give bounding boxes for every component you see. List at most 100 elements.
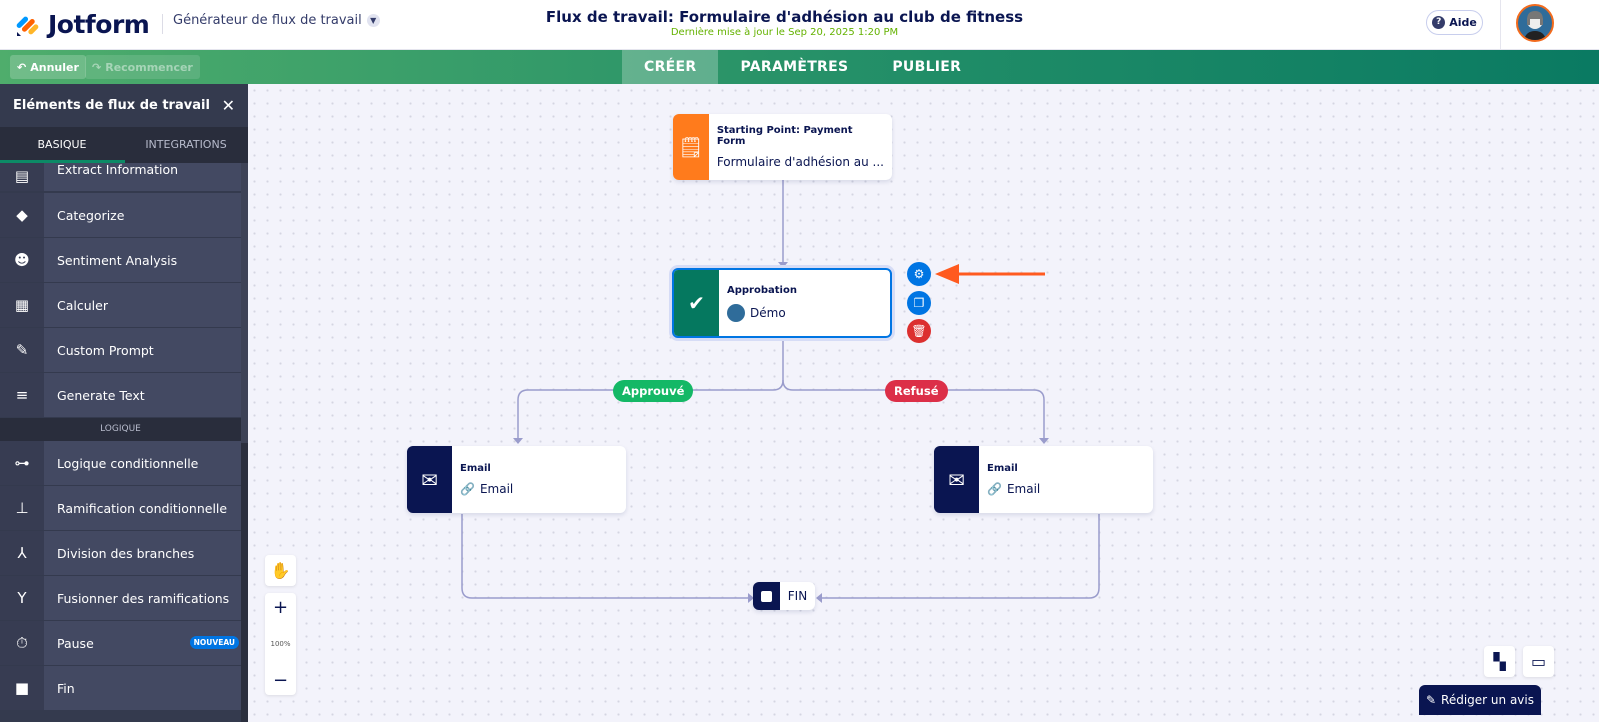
sidebar-item-fin[interactable]: ■Fin (0, 666, 241, 711)
jotform-logo[interactable]: Jotform (16, 10, 150, 39)
sidebar-item-categorize[interactable]: ◆Categorize (0, 193, 241, 238)
item-label: Calculer (44, 283, 241, 327)
node-value: Formulaire d'adhésion au ... (716, 155, 884, 169)
item-label: Fin (44, 666, 241, 710)
brand-name: Jotform (48, 10, 150, 39)
section-logique: LOGIQUE (0, 418, 241, 441)
tab-publier[interactable]: PUBLIER (892, 59, 962, 75)
tag-icon: ◆ (0, 193, 44, 237)
settings-gear-icon[interactable]: ⚙ (907, 262, 931, 286)
delete-trash-icon[interactable]: 🗑 (907, 319, 931, 343)
email-node-right[interactable]: ✉ Email🔗Email (934, 446, 1153, 513)
redo-icon: ↷ (92, 60, 102, 74)
approved-label: Approuvé (613, 380, 694, 402)
redo-button[interactable]: ↷Recommencer (85, 55, 200, 79)
scrollbar-thumb[interactable] (241, 163, 248, 443)
orange-arrow-annotation (935, 264, 1045, 284)
sidebar-item-division[interactable]: ⅄Division des branches (0, 531, 241, 576)
email-icon: ✉ (934, 446, 979, 513)
item-label: Sentiment Analysis (44, 238, 241, 282)
sidebar-item-logique-conditionnelle[interactable]: ⊶Logique conditionnelle (0, 441, 241, 486)
node-title: Starting Point: Payment Form (716, 125, 853, 147)
email-node-left[interactable]: ✉ Email 🔗 Email (407, 446, 626, 513)
item-label: Fusionner des ramifications (44, 576, 241, 620)
arrow-head (778, 262, 788, 268)
sidebar-item-sentiment-analysis[interactable]: ☻Sentiment Analysis (0, 238, 241, 283)
node-title: Email (460, 463, 491, 474)
undo-icon: ↶ (17, 60, 27, 74)
toolbar: ↶Annuler ↷Recommencer CRÉER PARAMÈTRES P… (0, 50, 1599, 84)
connector-left-end (461, 514, 752, 599)
connector-rejected (782, 379, 1045, 440)
undo-label: Annuler (30, 60, 79, 74)
end-node[interactable]: FIN (753, 582, 815, 610)
minimap-icon[interactable]: ▭ (1523, 646, 1554, 677)
email-icon: ✉ (407, 446, 452, 513)
link-icon: 🔗 (460, 482, 475, 496)
end-label: FIN (787, 589, 808, 603)
top-header: Jotform Générateur de flux de travail ▼ F… (0, 0, 1599, 50)
condition-icon: ⊶ (0, 441, 44, 485)
apps-icon[interactable]: ▚ (1484, 646, 1515, 677)
hand-pan-icon[interactable]: ✋ (265, 555, 296, 586)
app-switcher[interactable]: Générateur de flux de travail ▼ (173, 13, 380, 28)
zoom-level: 100% (270, 640, 291, 648)
arrow-head (816, 593, 822, 603)
sidebar-item-ramification[interactable]: ⊥Ramification conditionnelle (0, 486, 241, 531)
duplicate-icon[interactable]: ❐ (907, 291, 931, 315)
avatar[interactable] (1516, 4, 1554, 42)
smile-icon: ☻ (0, 238, 44, 282)
undo-button[interactable]: ↶Annuler (10, 55, 86, 79)
arrow-head (513, 438, 523, 444)
approval-icon: ✔ (674, 270, 719, 336)
redo-label: Recommencer (105, 60, 193, 74)
text-sparkle-icon: ≡ (0, 373, 44, 417)
tab-basique[interactable]: BASIQUE (37, 138, 87, 151)
divider (162, 14, 163, 34)
review-label: Rédiger un avis (1441, 693, 1534, 707)
jotform-logo-icon (16, 16, 39, 36)
sidebar-title: Eléments de flux de travail (13, 98, 210, 113)
sidebar-item-custom-prompt[interactable]: ✎Custom Prompt (0, 328, 241, 373)
page-title: Flux de travail: Formulaire d'adhésion a… (545, 8, 1024, 26)
node-title: Email (987, 463, 1018, 474)
item-label: Categorize (44, 193, 241, 237)
sidebar-item-calculer[interactable]: ▦Calculer (0, 283, 241, 328)
tab-integrations[interactable]: INTEGRATIONS (145, 138, 227, 151)
arrow-head (748, 593, 754, 603)
branch-icon: ⊥ (0, 486, 44, 530)
merge-icon: Y (0, 576, 44, 620)
split-icon: ⅄ (0, 531, 44, 575)
new-badge: NOUVEAU (189, 636, 239, 649)
chevron-down-icon: ▼ (366, 14, 380, 27)
connectors (461, 180, 1100, 603)
help-icon: ? (1432, 16, 1446, 29)
connector-right-end (818, 514, 1100, 599)
sidebar-item-generate-text[interactable]: ≡Generate Text (0, 373, 241, 418)
tab-parametres[interactable]: PARAMÈTRES (740, 59, 849, 75)
rejected-label: Refusé (885, 380, 948, 402)
item-label: Ramification conditionnelle (44, 486, 241, 530)
app-switcher-label: Générateur de flux de travail (173, 13, 362, 28)
help-button[interactable]: ?Aide (1426, 10, 1483, 35)
stop-square-icon (753, 582, 780, 610)
zoom-out-button[interactable]: − (272, 670, 289, 691)
magic-wand-icon: ✎ (0, 328, 44, 372)
stop-square-icon: ■ (0, 666, 44, 710)
node-title: Approbation (727, 284, 797, 296)
zoom-in-button[interactable]: + (272, 597, 289, 618)
item-label: Generate Text (44, 373, 241, 417)
write-review-button[interactable]: ✎ Rédiger un avis (1419, 685, 1541, 715)
tab-creer[interactable]: CRÉER (622, 50, 719, 84)
timer-icon: ⏱ (0, 621, 44, 665)
node-value: Email (479, 482, 514, 496)
link-icon: 🔗 (987, 482, 1002, 496)
review-icon: ✎ (1425, 693, 1437, 707)
item-label: Custom Prompt (44, 328, 241, 372)
close-icon[interactable]: ✕ (221, 96, 235, 115)
